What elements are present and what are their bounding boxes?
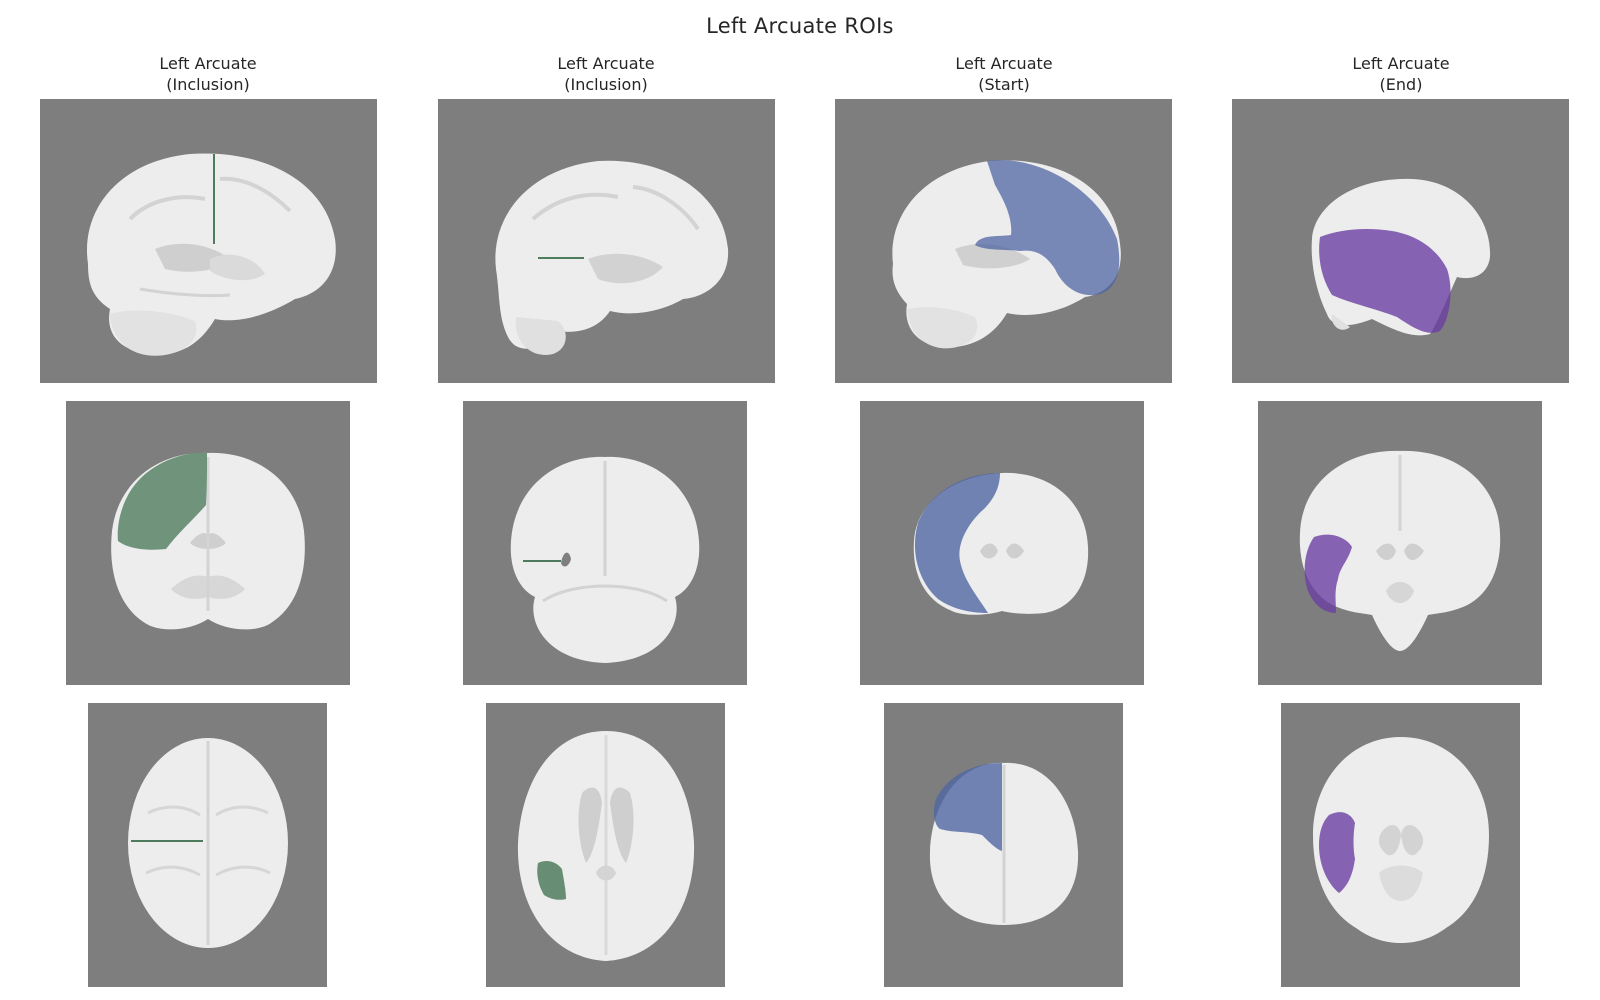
brain-coronal-posterior: [510, 456, 700, 663]
column-title-1-line2: (Inclusion): [166, 75, 250, 94]
sagittal-inclusion-slice: [86, 153, 336, 356]
brain-sagittal: [86, 153, 336, 356]
sagittal-start-slice: [892, 160, 1121, 349]
inclusion-roi-region: [117, 452, 207, 550]
column-title-3-line2: (Start): [978, 75, 1030, 94]
axial-start-panel: [884, 703, 1123, 987]
sagittal-inclusion-panel: [40, 99, 377, 383]
axial-inclusion-2-panel: [486, 703, 725, 987]
coronal-inclusion-slice: [111, 452, 305, 630]
column-title-4-line2: (End): [1379, 75, 1423, 94]
axial-inclusion-slice: [128, 738, 288, 948]
sagittal-start-panel: [835, 99, 1172, 383]
coronal-inclusion-panel: [66, 401, 350, 685]
end-roi-region: [1319, 229, 1451, 333]
sagittal-end-panel: [1232, 99, 1569, 383]
figure-title: Left Arcuate ROIs: [706, 14, 894, 38]
start-roi-region: [914, 473, 1000, 613]
sagittal-inclusion-2-panel: [438, 99, 775, 383]
column-title-3-line1: Left Arcuate: [955, 54, 1053, 73]
coronal-end-panel: [1258, 401, 1542, 685]
sagittal-inclusion-2-slice: [495, 160, 729, 355]
brain-axial: [517, 731, 695, 961]
column-title-4-line1: Left Arcuate: [1352, 54, 1450, 73]
axial-end-slice: [1313, 737, 1489, 943]
coronal-start-slice: [913, 472, 1089, 615]
column-title-2-line1: Left Arcuate: [557, 54, 655, 73]
brain-coronal: [1299, 450, 1501, 651]
coronal-inclusion-2-panel: [463, 401, 747, 685]
column-title-1-line1: Left Arcuate: [159, 54, 257, 73]
axial-end-panel: [1281, 703, 1520, 987]
axial-inclusion-2-slice: [517, 731, 695, 961]
brain-sagittal-lateral: [495, 160, 729, 355]
axial-inclusion-panel: [88, 703, 327, 987]
column-title-2: Left Arcuate (Inclusion): [436, 53, 776, 95]
column-title-3: Left Arcuate (Start): [834, 53, 1174, 95]
column-title-1: Left Arcuate (Inclusion): [38, 53, 378, 95]
column-title-2-line2: (Inclusion): [564, 75, 648, 94]
brain-axial: [128, 738, 288, 948]
end-roi-region: [1319, 812, 1355, 893]
axial-start-slice: [929, 762, 1079, 925]
end-roi-region: [1304, 534, 1352, 613]
brain-axial: [1313, 737, 1489, 943]
sagittal-end-slice: [1311, 178, 1491, 336]
coronal-end-slice: [1299, 450, 1501, 651]
inclusion-roi-region: [537, 861, 566, 900]
coronal-start-panel: [860, 401, 1144, 685]
coronal-inclusion-2-slice: [510, 456, 700, 663]
start-roi-region: [975, 160, 1120, 296]
start-roi-region: [933, 763, 1002, 851]
column-title-4: Left Arcuate (End): [1231, 53, 1571, 95]
